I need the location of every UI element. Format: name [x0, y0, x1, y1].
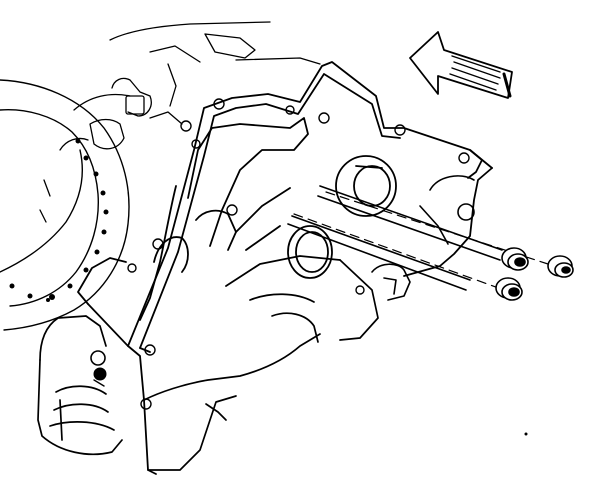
lower-housing [37, 259, 379, 471]
hex-bolt-icon [501, 247, 529, 271]
flywheel-ring-gear [0, 79, 130, 331]
housing-bolt-holes [127, 98, 470, 410]
washer-icon [547, 255, 574, 278]
direction-arrow-icon [409, 31, 513, 99]
cover-bolts [287, 185, 574, 301]
ring-gear-teeth [9, 138, 109, 300]
oil-pump-outlet [287, 155, 397, 279]
right-boss [371, 175, 475, 301]
hex-bolt-icon [495, 277, 523, 301]
mark-dots [46, 298, 528, 436]
lower-left-bolt [90, 350, 107, 387]
engine-block-background [39, 21, 321, 223]
engine-front-cover [77, 61, 493, 475]
